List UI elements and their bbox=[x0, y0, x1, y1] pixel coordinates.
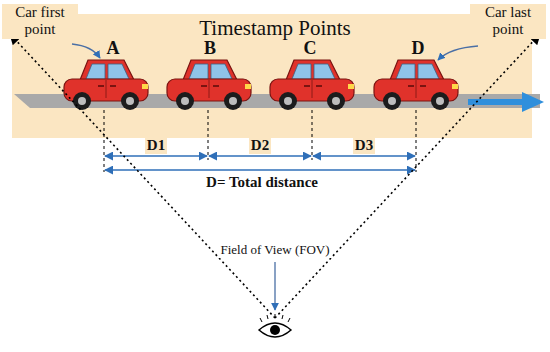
car-b bbox=[167, 60, 251, 110]
diagram-title: Timestamp Points bbox=[197, 16, 353, 40]
distance-label: D1 bbox=[145, 137, 167, 154]
timestamp-letter: C bbox=[302, 38, 319, 59]
car-a bbox=[64, 60, 148, 110]
pointer-arrows bbox=[72, 44, 478, 310]
timestamp-dropdowns bbox=[104, 110, 416, 172]
car-c bbox=[270, 60, 354, 110]
timestamp-letter: B bbox=[202, 38, 218, 59]
eye-icon bbox=[259, 314, 291, 337]
distance-label: D3 bbox=[353, 137, 375, 154]
pointer-label: Car last point bbox=[470, 4, 546, 39]
total-distance-label: D= Total distance bbox=[204, 174, 320, 191]
timestamp-letter: D bbox=[410, 38, 427, 59]
field-of-view-lines bbox=[10, 34, 540, 318]
car-d bbox=[374, 60, 458, 110]
motion-arrow bbox=[468, 92, 544, 112]
distance-label: D2 bbox=[249, 137, 271, 154]
fov-label: Field of View (FOV) bbox=[218, 243, 331, 258]
pointer-label: Car first point bbox=[2, 4, 78, 39]
timestamp-letter: A bbox=[105, 38, 122, 59]
distance-arrows bbox=[105, 156, 415, 170]
